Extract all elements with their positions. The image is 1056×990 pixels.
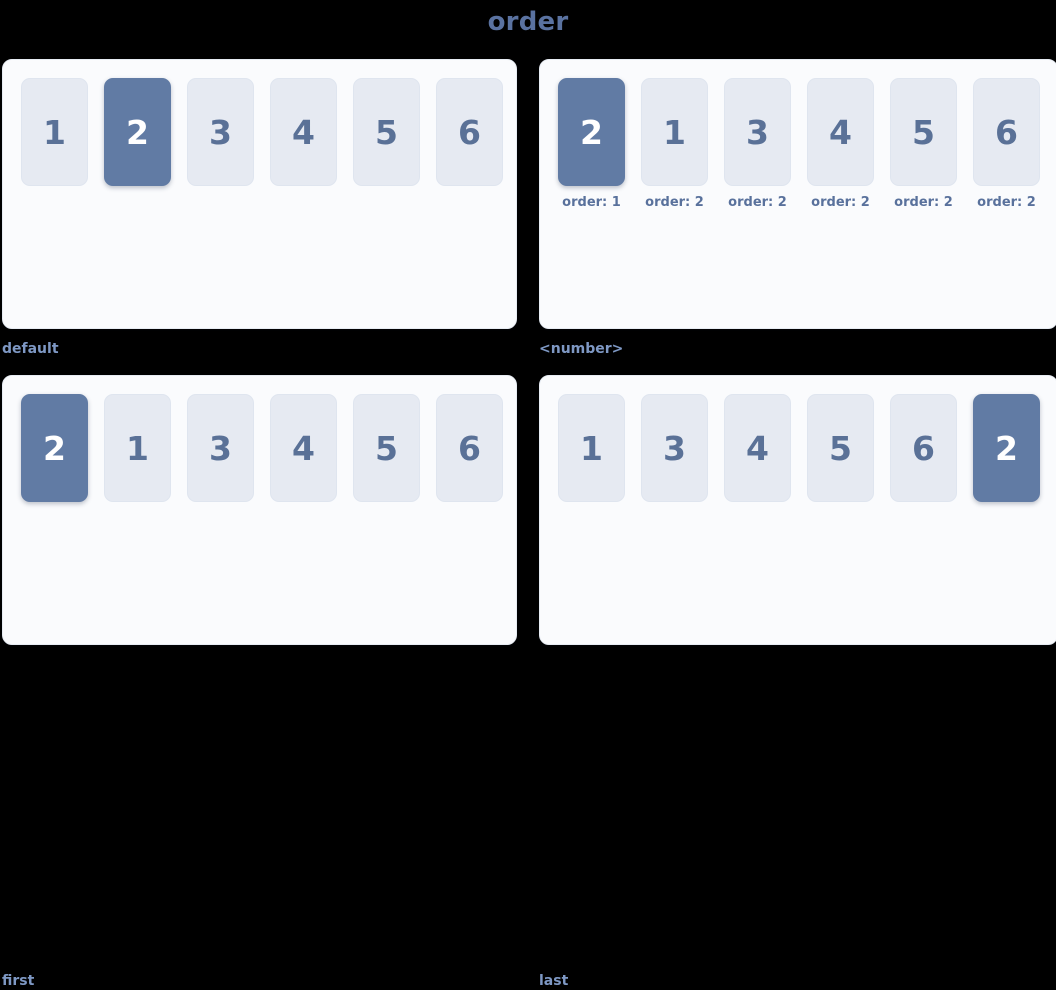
panel-cell-last: 1 3 4 5 6 2 bbox=[539, 375, 1056, 645]
card-order-label: order: 2 bbox=[645, 195, 704, 210]
panel-number: 2 order: 1 1 order: 2 3 order: 2 4 order… bbox=[539, 59, 1056, 329]
card[interactable]: 5 bbox=[807, 394, 874, 502]
card[interactable]: 1 bbox=[558, 394, 625, 502]
card-list: 1 2 3 4 5 6 bbox=[21, 78, 516, 186]
card-order-label: order: 2 bbox=[977, 195, 1036, 210]
card-item: 2 bbox=[104, 78, 171, 186]
card-list: 1 3 4 5 6 2 bbox=[558, 394, 1056, 502]
card[interactable]: 6 bbox=[436, 394, 503, 502]
card-item: 4 bbox=[270, 394, 337, 502]
card-item: 1 bbox=[104, 394, 171, 502]
panel-caption-last: last bbox=[539, 973, 569, 989]
card[interactable]: 6 bbox=[973, 78, 1040, 186]
card-item: 6 bbox=[436, 394, 503, 502]
card-list: 2 1 3 4 5 6 bbox=[21, 394, 516, 502]
card-item: 4 bbox=[724, 394, 791, 502]
card-item: 1 bbox=[558, 394, 625, 502]
card[interactable]: 4 bbox=[270, 78, 337, 186]
card[interactable]: 1 bbox=[21, 78, 88, 186]
card-item: 3 order: 2 bbox=[724, 78, 791, 210]
panel-caption-number: <number> bbox=[539, 341, 624, 357]
panel-caption-default: default bbox=[2, 341, 59, 357]
card-item: 4 order: 2 bbox=[807, 78, 874, 210]
card-item: 5 order: 2 bbox=[890, 78, 957, 210]
card-item: 1 bbox=[21, 78, 88, 186]
card[interactable]: 6 bbox=[436, 78, 503, 186]
card-item: 3 bbox=[187, 394, 254, 502]
panel-last: 1 3 4 5 6 2 bbox=[539, 375, 1056, 645]
card-item: 6 bbox=[436, 78, 503, 186]
page-title: order bbox=[487, 7, 569, 37]
card-highlighted[interactable]: 2 bbox=[104, 78, 171, 186]
card-highlighted[interactable]: 2 bbox=[973, 394, 1040, 502]
panel-first: 2 1 3 4 5 6 bbox=[2, 375, 517, 645]
card[interactable]: 5 bbox=[353, 394, 420, 502]
panel-default: 1 2 3 4 5 6 bbox=[2, 59, 517, 329]
card[interactable]: 5 bbox=[890, 78, 957, 186]
card-highlighted[interactable]: 2 bbox=[21, 394, 88, 502]
card[interactable]: 1 bbox=[641, 78, 708, 186]
card-highlighted[interactable]: 2 bbox=[558, 78, 625, 186]
card-item: 6 bbox=[890, 394, 957, 502]
card-item: 5 bbox=[353, 394, 420, 502]
card[interactable]: 5 bbox=[353, 78, 420, 186]
card-list: 2 order: 1 1 order: 2 3 order: 2 4 order… bbox=[558, 78, 1056, 210]
card-item: 3 bbox=[641, 394, 708, 502]
card[interactable]: 4 bbox=[270, 394, 337, 502]
card-item: 1 order: 2 bbox=[641, 78, 708, 210]
panel-caption-first: first bbox=[2, 973, 35, 989]
card-item: 5 bbox=[807, 394, 874, 502]
card-item: 4 bbox=[270, 78, 337, 186]
card[interactable]: 3 bbox=[187, 78, 254, 186]
card-order-label: order: 2 bbox=[728, 195, 787, 210]
panel-cell-default: 1 2 3 4 5 6 bbox=[2, 59, 517, 329]
card-item: 6 order: 2 bbox=[973, 78, 1040, 210]
card-item: 5 bbox=[353, 78, 420, 186]
card[interactable]: 3 bbox=[641, 394, 708, 502]
card[interactable]: 4 bbox=[807, 78, 874, 186]
card-item: 3 bbox=[187, 78, 254, 186]
card[interactable]: 4 bbox=[724, 394, 791, 502]
card[interactable]: 6 bbox=[890, 394, 957, 502]
card-order-label: order: 1 bbox=[562, 195, 621, 210]
card[interactable]: 3 bbox=[724, 78, 791, 186]
card-order-label: order: 2 bbox=[894, 195, 953, 210]
card-order-label: order: 2 bbox=[811, 195, 870, 210]
card-item: 2 bbox=[21, 394, 88, 502]
panel-cell-first: 2 1 3 4 5 6 bbox=[2, 375, 517, 645]
card-item: 2 order: 1 bbox=[558, 78, 625, 210]
card-item: 2 bbox=[973, 394, 1040, 502]
card[interactable]: 3 bbox=[187, 394, 254, 502]
panel-cell-number: 2 order: 1 1 order: 2 3 order: 2 4 order… bbox=[539, 59, 1056, 329]
card[interactable]: 1 bbox=[104, 394, 171, 502]
